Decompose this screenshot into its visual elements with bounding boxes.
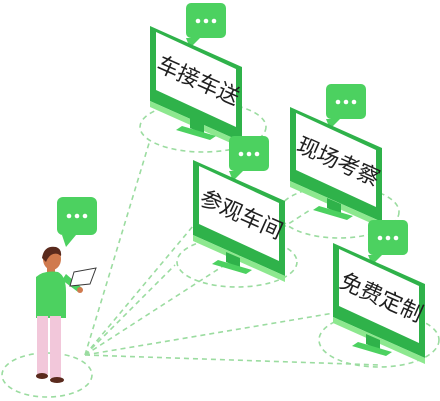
monitor-screen <box>339 249 419 343</box>
base-ellipse <box>318 312 440 368</box>
monitor-stand <box>327 198 341 214</box>
connection-lines <box>84 139 381 366</box>
monitor-site-inspection <box>290 84 382 228</box>
monitor-free-customization <box>333 220 425 364</box>
connection-line <box>84 354 381 366</box>
connection-line <box>84 139 266 356</box>
monitor-workshop-visit <box>193 136 285 282</box>
connection-line <box>84 139 151 356</box>
person-with-tablet-icon <box>36 197 97 383</box>
monitor-stand <box>366 334 380 350</box>
monitor-stand <box>226 252 240 268</box>
monitor-screen <box>296 113 376 207</box>
monitor-car-transfer <box>150 3 242 148</box>
monitor-screen <box>156 32 236 127</box>
monitor-stand <box>190 118 204 134</box>
monitor-screen <box>199 166 279 261</box>
connection-line <box>84 264 176 356</box>
connection-line <box>84 311 341 356</box>
